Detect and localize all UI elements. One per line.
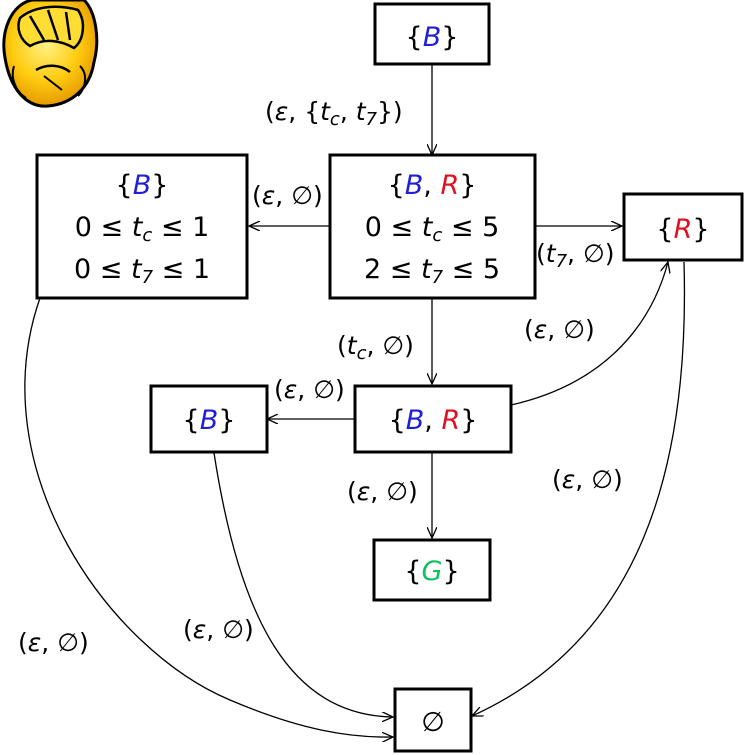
label-middle-green: (ε, ∅): [347, 477, 418, 506]
label-midleft-empty: (ε, ∅): [183, 615, 254, 644]
svg-text:0 ≤ t7 ≤ 1: 0 ≤ t7 ≤ 1: [74, 254, 210, 288]
svg-text:{G}: {G}: [404, 556, 459, 587]
svg-text:∅: ∅: [421, 707, 445, 738]
node-right-R: {R}: [622, 192, 744, 262]
svg-text:0 ≤ tc ≤ 5: 0 ≤ tc ≤ 5: [365, 212, 500, 246]
edge-right-to-empty: [472, 261, 686, 716]
node-left-B-constraints: {B} 0 ≤ tc ≤ 1 0 ≤ t7 ≤ 1: [35, 153, 249, 300]
edge-middle-to-right: [510, 262, 668, 406]
svg-text:{R}: {R}: [656, 214, 709, 245]
label-left-empty: (ε, ∅): [18, 628, 89, 657]
label-top-center: (ε, {tc, t7}): [265, 97, 403, 130]
edge-left-to-empty: [24, 297, 393, 737]
svg-text:{B}: {B}: [183, 405, 236, 436]
node-center-BR-constraints: {B, R} 0 ≤ tc ≤ 5 2 ≤ t7 ≤ 5: [328, 153, 537, 300]
node-G: {G}: [372, 538, 492, 602]
svg-text:2 ≤ t7 ≤ 5: 2 ≤ t7 ≤ 5: [364, 254, 500, 288]
label-right-empty: (ε, ∅): [552, 465, 623, 494]
label-center-left: (ε, ∅): [252, 181, 323, 210]
edge-midleft-to-empty: [213, 452, 393, 717]
node-empty-set: ∅: [393, 687, 473, 753]
node-middle-BR: {B, R}: [353, 384, 513, 454]
svg-text:{B}: {B}: [116, 170, 169, 201]
cartoon-head-facepalm-icon: [2, 0, 99, 108]
node-top-B: {B}: [373, 2, 491, 66]
svg-text:{B}: {B}: [406, 22, 459, 53]
label-middle-right: (ε, ∅): [524, 315, 595, 344]
label-center-middle: (tc, ∅): [337, 331, 414, 364]
svg-text:{B, R}: {B, R}: [389, 405, 478, 436]
svg-text:{B, R}: {B, R}: [388, 170, 477, 201]
label-middle-midleft: (ε, ∅): [274, 375, 345, 404]
label-center-right: (t7, ∅): [536, 239, 614, 272]
node-midleft-B: {B}: [149, 384, 269, 454]
svg-text:0 ≤ tc ≤ 1: 0 ≤ tc ≤ 1: [75, 212, 210, 246]
